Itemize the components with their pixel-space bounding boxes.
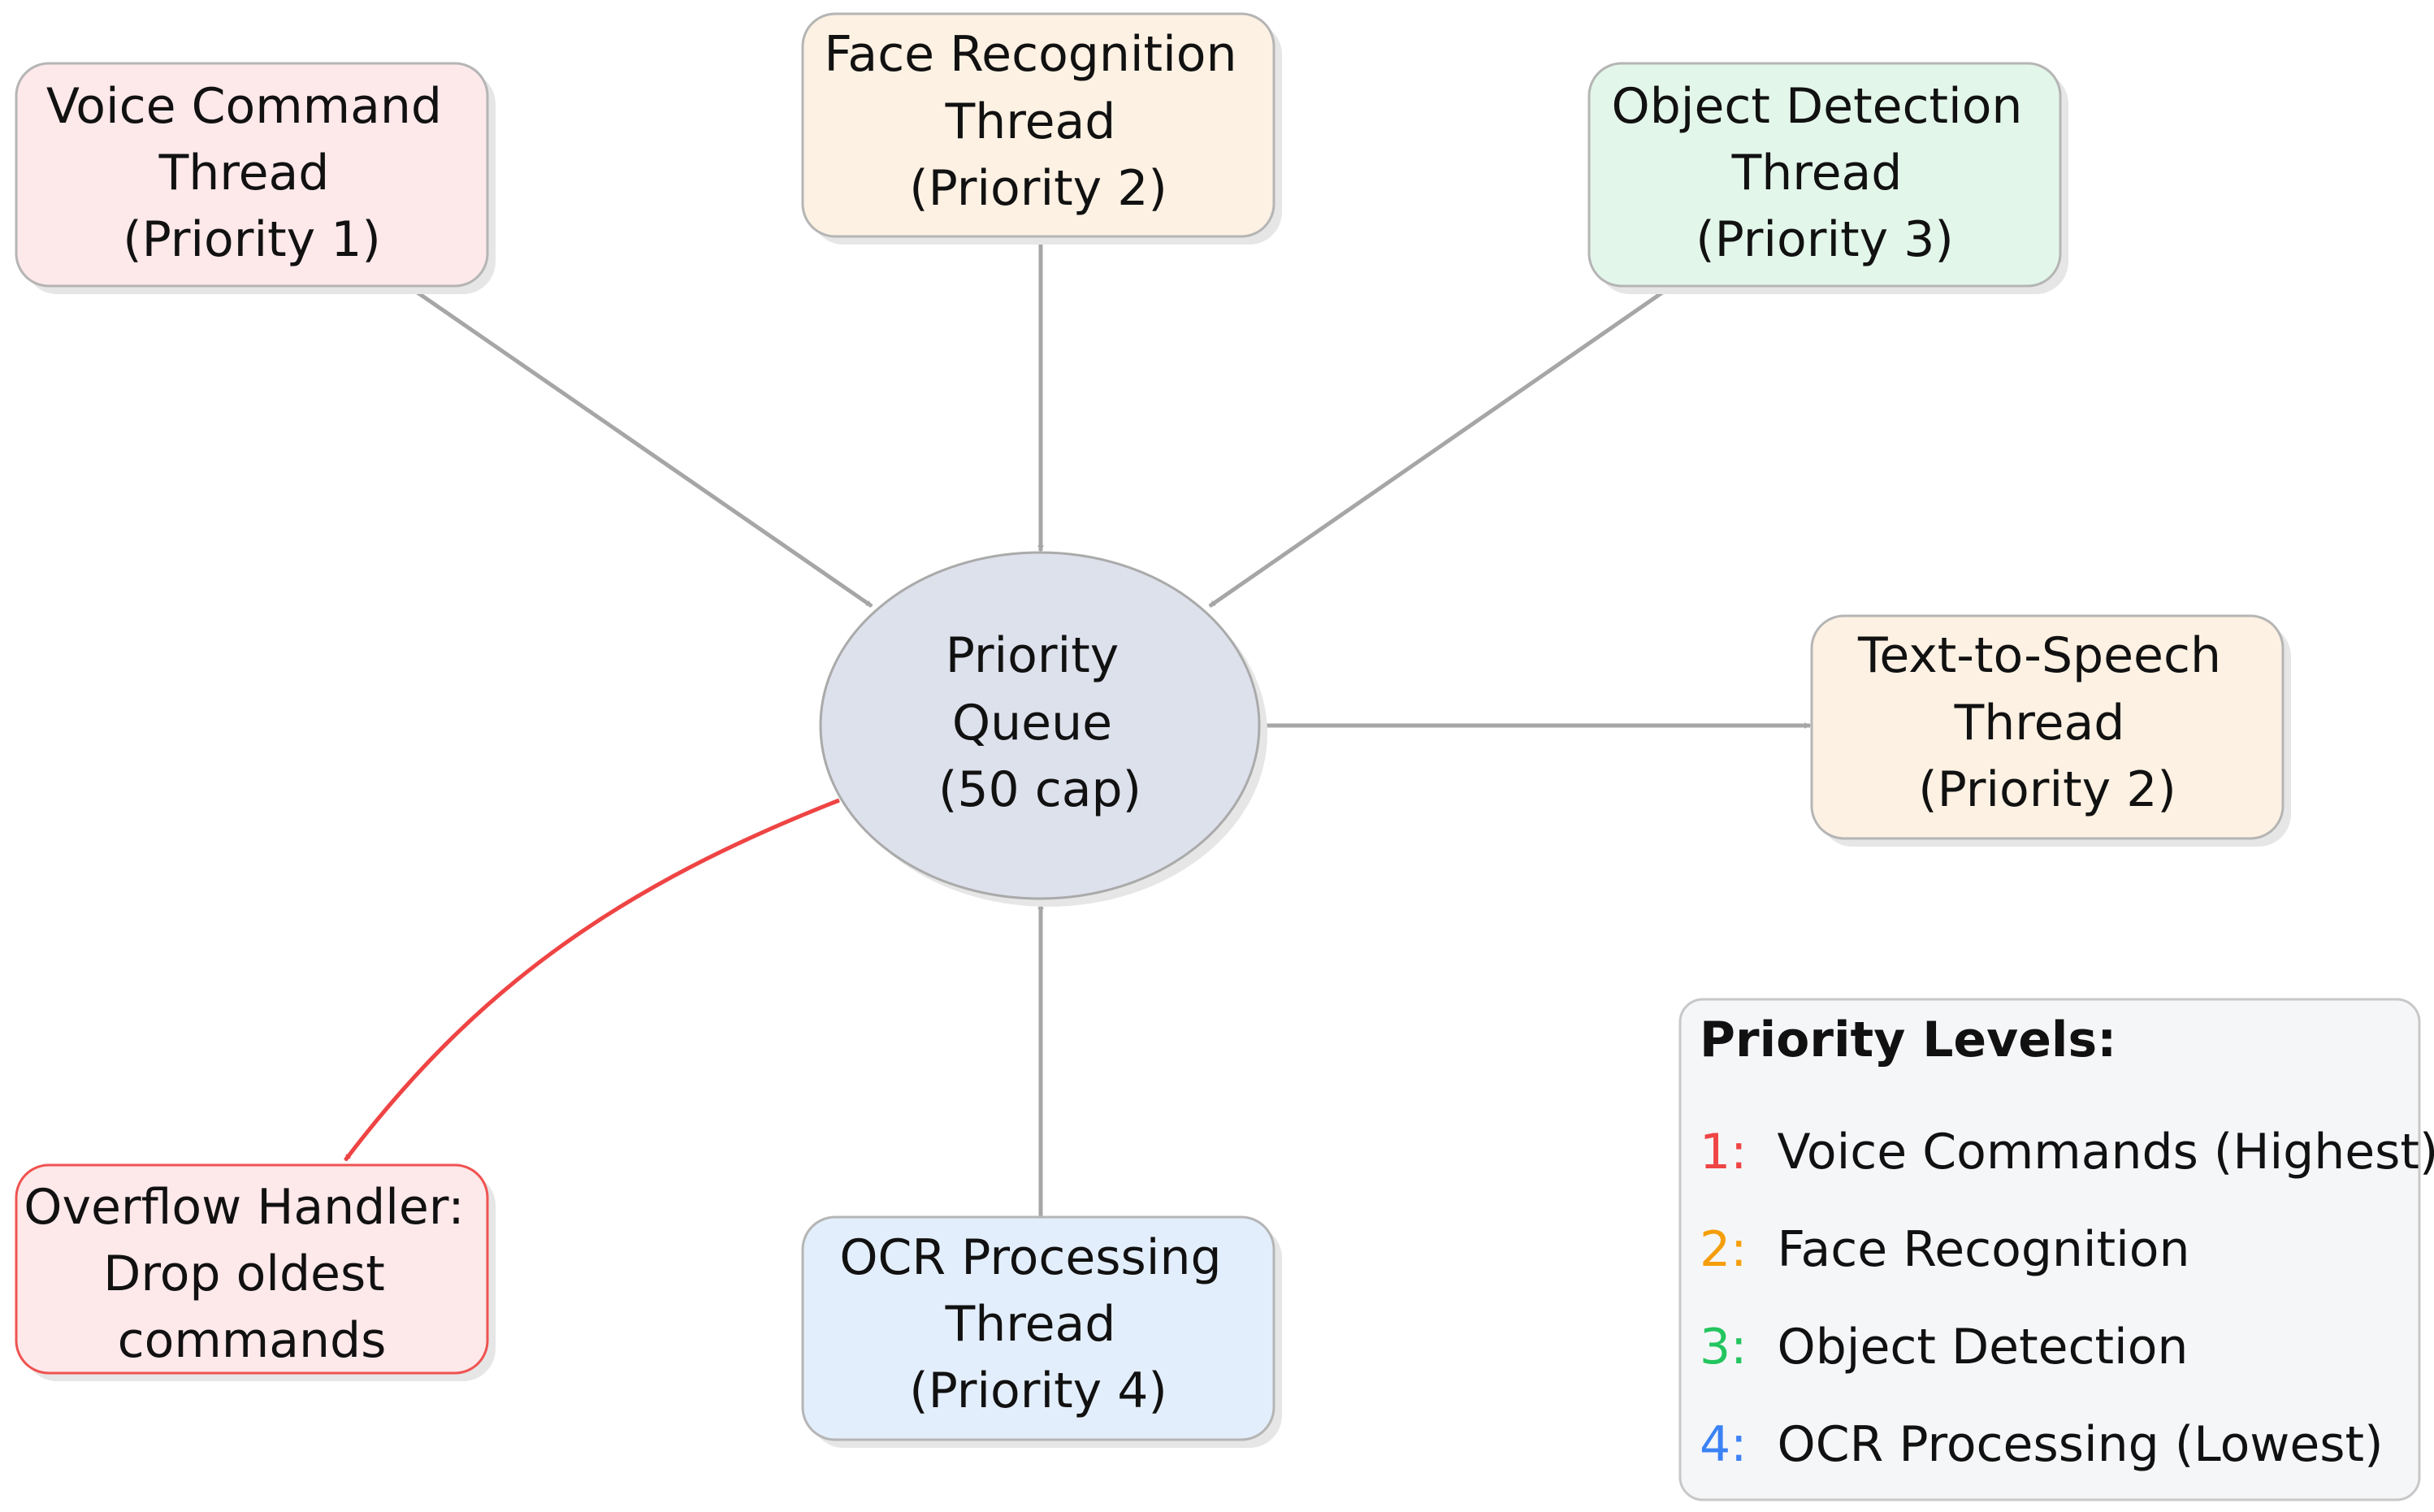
node-overflow-handler-box <box>15 1163 489 1375</box>
node-voice-command-label: Voice Command Thread (Priority 1) <box>46 78 457 268</box>
node-ocr-processing-box <box>801 1215 1275 1441</box>
legend-item-4: 4: OCR Processing (Lowest) <box>1700 1416 2383 1473</box>
node-overflow-handler-label: Overflow Handler: Drop oldest commands <box>24 1179 479 1369</box>
node-overflow-handler: Overflow Handler: Drop oldest commands <box>15 1163 496 1381</box>
legend-item-1-text: Voice Commands (Highest) <box>1777 1124 2434 1181</box>
node-priority-queue-shape <box>819 551 1261 900</box>
node-object-detection-label: Object Detection Thread (Priority 3) <box>1611 78 2038 268</box>
legend-title: Priority Levels: <box>1700 1012 2116 1068</box>
legend: Priority Levels: 1: Voice Commands (High… <box>1678 998 2434 1501</box>
node-object-detection: Object Detection Thread (Priority 3) <box>1587 62 2068 294</box>
node-voice-command: Voice Command Thread (Priority 1) <box>15 62 496 294</box>
legend-box <box>1678 998 2421 1501</box>
node-priority-queue: Priority Queue (50 cap) <box>819 551 1267 907</box>
legend-item-2-text: Face Recognition <box>1777 1221 2189 1278</box>
legend-item-3-number: 3: <box>1700 1319 1747 1376</box>
node-face-recognition-box <box>801 12 1275 238</box>
node-priority-queue-label: Priority Queue (50 cap) <box>938 627 1141 818</box>
edges <box>344 237 1811 1216</box>
legend-item-2: 2: Face Recognition <box>1700 1221 2190 1278</box>
node-voice-command-box <box>15 62 489 288</box>
node-text-to-speech-label: Text-to-Speech Thread (Priority 2) <box>1857 627 2237 818</box>
node-object-detection-box <box>1587 62 2062 288</box>
edge-voice-to-queue <box>411 287 873 609</box>
node-face-recognition: Face Recognition Thread (Priority 2) <box>801 12 1282 245</box>
node-ocr-processing-label: OCR Processing Thread (Priority 4) <box>839 1229 1236 1419</box>
legend-item-4-text: OCR Processing (Lowest) <box>1777 1416 2383 1473</box>
legend-item-1-number: 1: <box>1700 1124 1747 1181</box>
legend-item-2-number: 2: <box>1700 1221 1747 1278</box>
node-text-to-speech: Text-to-Speech Thread (Priority 2) <box>1810 614 2291 847</box>
node-ocr-processing: OCR Processing Thread (Priority 4) <box>801 1215 1282 1448</box>
node-text-to-speech-box <box>1810 614 2285 840</box>
edge-object-to-queue <box>1208 287 1669 609</box>
legend-item-3: 3: Object Detection <box>1700 1319 2188 1376</box>
legend-item-1: 1: Voice Commands (Highest) <box>1700 1124 2434 1181</box>
node-face-recognition-label: Face Recognition Thread (Priority 2) <box>824 26 1252 217</box>
legend-item-3-text: Object Detection <box>1777 1319 2188 1376</box>
legend-item-4-number: 4: <box>1700 1416 1747 1473</box>
edge-queue-to-overflow <box>344 798 840 1162</box>
